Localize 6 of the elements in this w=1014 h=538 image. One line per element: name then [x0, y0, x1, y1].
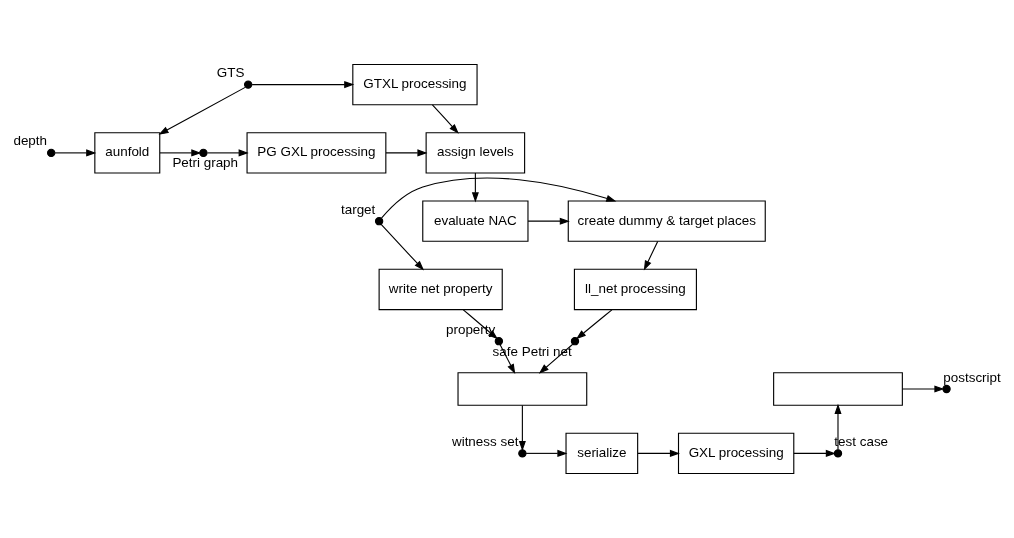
node-label: GTS	[216, 65, 245, 81]
node-label: Petri graph	[172, 155, 239, 171]
node-label: depth	[13, 133, 48, 149]
node-label: target	[340, 201, 376, 217]
node-label: postscript	[943, 369, 1001, 385]
node-label: witness set	[451, 433, 519, 449]
